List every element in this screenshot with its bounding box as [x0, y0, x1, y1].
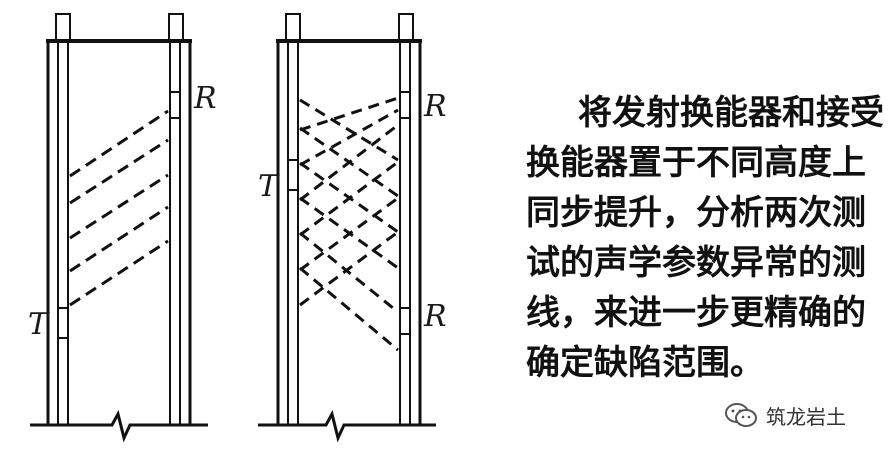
- right-ray-down-5: [299, 231, 399, 314]
- right-ray-up-1: [299, 96, 399, 132]
- left-ray-5: [69, 239, 169, 307]
- right-receiver-top-label: R: [423, 89, 447, 124]
- description-line-3: 同步提升，分析两次测: [526, 193, 866, 233]
- right-ray-up-6: [299, 230, 399, 307]
- wechat-icon: [725, 403, 757, 427]
- right-receiver-top-box: [399, 91, 411, 119]
- description-text: 将发射换能器和接受 换能器置于不同高度上 同步提升，分析两次测 试的声学参数异常…: [526, 88, 888, 388]
- right-transmitter-box: [287, 159, 299, 191]
- right-receiver-bottom-label: R: [423, 299, 447, 334]
- right-ray-up-2: [299, 108, 399, 167]
- left-ray-3: [69, 173, 169, 240]
- left-transmitter-box: [57, 307, 69, 339]
- left-pipe-cap-right: [168, 13, 184, 41]
- right-ray-down-1: [299, 98, 399, 162]
- left-pipe-cap-left: [55, 13, 71, 41]
- right-ray-down-3: [299, 161, 399, 234]
- borehole-diagram: R T: [28, 13, 447, 443]
- right-ray-down-6: [299, 266, 399, 352]
- right-ray-down-2: [299, 126, 399, 198]
- left-ray-4: [69, 205, 169, 273]
- right-transmitter-label: T: [258, 169, 280, 204]
- description-line-4: 试的声学参数异常的测: [526, 243, 866, 283]
- description-line-1: 将发射换能器和接受: [578, 93, 884, 133]
- watermark-text: 筑龙岩土: [766, 404, 846, 429]
- description-line-5: 线，来进一步更精确的: [526, 293, 866, 333]
- left-transmitter-label: T: [28, 307, 50, 342]
- description-line-2: 换能器置于不同高度上: [526, 143, 866, 183]
- left-dashed-rays: [69, 109, 169, 307]
- right-dashed-rays: [299, 96, 399, 352]
- left-ground-line: [30, 409, 208, 443]
- watermark: 筑龙岩土: [724, 400, 846, 430]
- left-ray-2: [69, 138, 169, 205]
- right-panel: T R R: [258, 13, 447, 443]
- right-pipe-cap-right: [398, 13, 414, 41]
- left-receiver-box: [169, 91, 181, 119]
- right-pipe-cap-left: [285, 13, 301, 41]
- left-receiver-label: R: [193, 81, 217, 116]
- right-ground-line: [258, 409, 436, 443]
- left-ray-1: [69, 109, 169, 178]
- left-panel: R T: [28, 13, 217, 443]
- right-receiver-bottom-box: [399, 307, 411, 335]
- description-line-6: 确定缺陷范围。: [526, 343, 764, 383]
- right-ray-down-4: [299, 196, 399, 270]
